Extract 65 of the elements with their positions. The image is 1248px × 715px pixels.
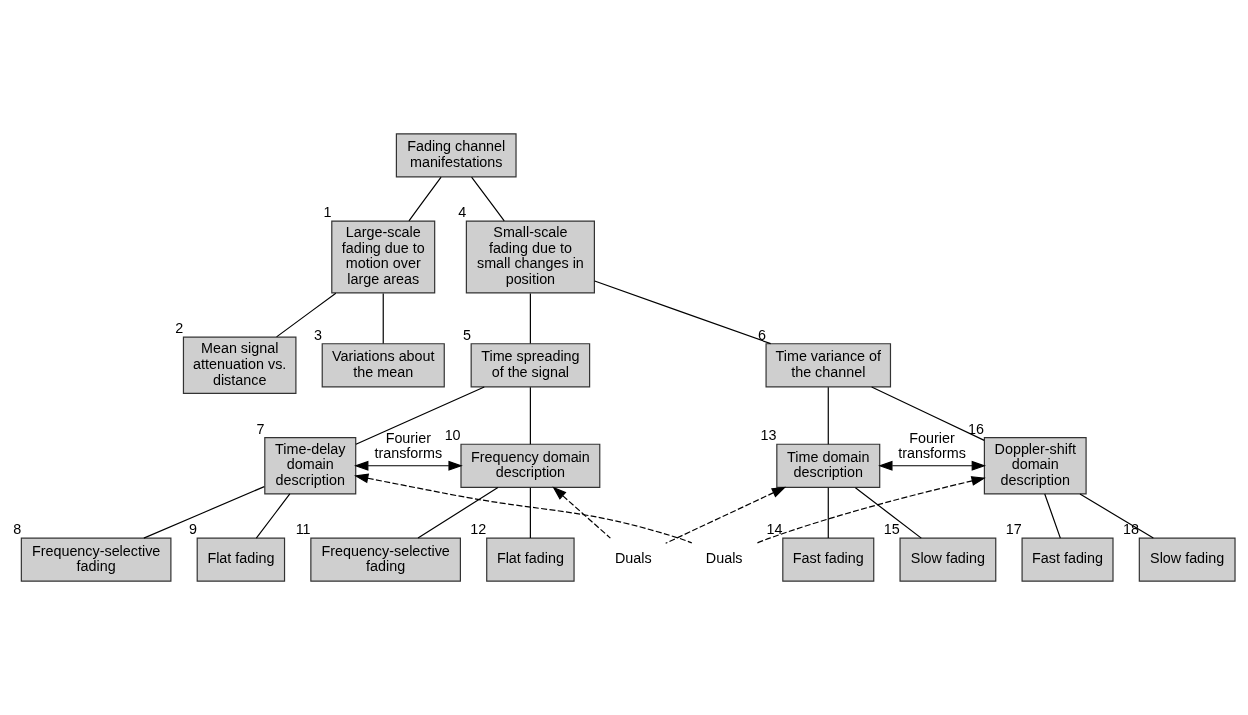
node-label: 5 (462, 326, 471, 343)
node-label: 2 (175, 320, 184, 337)
arrow (756, 476, 986, 544)
connector (1044, 493, 1061, 539)
node-box: Flat fading (486, 537, 575, 582)
node-label: 8 (13, 521, 22, 538)
node-box: Frequency-selective fading (310, 537, 461, 582)
node-box: Fast fading (782, 537, 875, 582)
node-label: 6 (757, 326, 766, 343)
node-label: 16 (968, 420, 985, 437)
connector (408, 176, 442, 222)
node-label: 13 (760, 427, 777, 444)
node-label: 18 (1122, 521, 1139, 538)
node-box: Slow fading (1138, 537, 1236, 582)
connector (594, 280, 772, 345)
node-box: Variations about the mean (321, 343, 445, 388)
node-box: Mean signal attenuation vs. distance (182, 336, 297, 394)
node-box: Frequency-selective fading (20, 537, 172, 582)
node-box: Time variance of the channel (765, 343, 892, 388)
node-text: Duals (705, 550, 743, 567)
connector (355, 386, 485, 445)
node-box: Small-scale fading due to small changes in position (465, 220, 595, 294)
node-box: Frequency domain description (460, 443, 601, 488)
connector (1079, 493, 1154, 539)
node-label: 14 (766, 521, 783, 538)
node-box: Time spreading of the signal (470, 343, 591, 388)
connector (529, 487, 531, 539)
node-label: 12 (470, 521, 487, 538)
node-box: Large-scale fading due to motion over large areas (331, 220, 436, 294)
connector (827, 386, 829, 445)
node-label: 9 (189, 521, 198, 538)
connector (529, 386, 531, 445)
connector (529, 292, 531, 345)
node-label: 1 (323, 204, 332, 221)
node-label: 3 (314, 326, 323, 343)
node-box: Flat fading (196, 537, 286, 582)
edge-label: Fourier transforms (374, 429, 443, 462)
node-label: 7 (256, 420, 265, 437)
node-box: Slow fading (899, 537, 997, 582)
connector (275, 292, 337, 338)
node-text: Duals (614, 550, 652, 567)
arrow (552, 486, 611, 539)
node-box: Time domain description (776, 443, 881, 488)
connector (471, 176, 505, 222)
connector (382, 292, 384, 345)
node-box: Time-delay domain description (264, 437, 357, 495)
connector (871, 386, 985, 441)
node-label: 11 (295, 521, 311, 538)
node-label: 10 (444, 427, 461, 444)
node-box: Fast fading (1021, 537, 1114, 582)
arrow (878, 460, 986, 471)
connector (827, 487, 829, 539)
node-box: Fading channel manifestations (395, 133, 517, 178)
node-label: 17 (1005, 521, 1022, 538)
arrow (354, 473, 693, 544)
edge-label: Fourier transforms (898, 429, 966, 462)
node-box: Doppler-shift domain description (983, 437, 1087, 495)
connector (143, 486, 265, 539)
arrow (665, 486, 787, 544)
connector (417, 486, 499, 539)
node-label: 15 (883, 521, 900, 538)
connector (255, 493, 291, 539)
node-label: 4 (458, 204, 467, 221)
connector (854, 487, 922, 539)
arrow (354, 460, 463, 471)
